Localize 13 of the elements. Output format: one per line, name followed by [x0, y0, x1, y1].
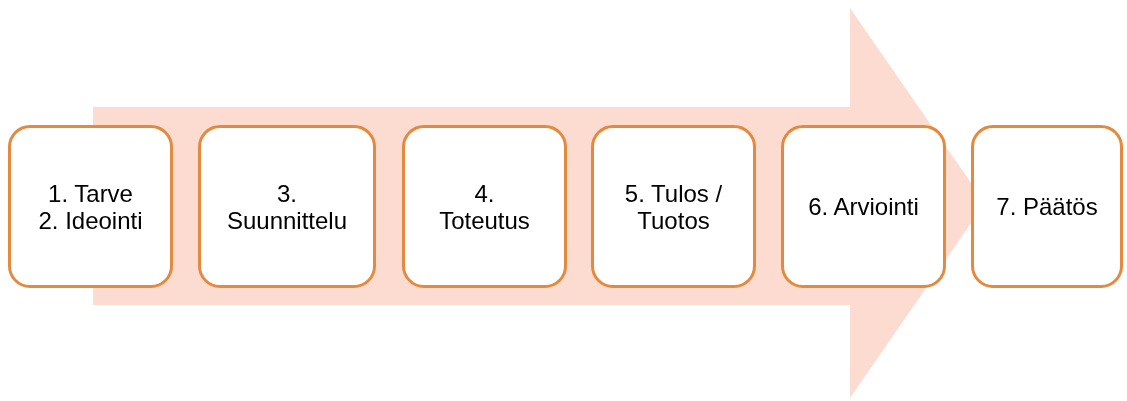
process-box	[198, 125, 376, 288]
step-label: 1. Tarve	[48, 179, 133, 207]
step-label: 3. Suunnittelu	[225, 179, 349, 234]
process-box	[402, 125, 567, 288]
step-label: 6. Arviointi	[808, 193, 919, 220]
step-label: 4. Toteutus	[438, 179, 531, 234]
process-box	[781, 125, 946, 288]
step-label: 5. Tulos / Tuotos	[623, 179, 724, 234]
process-box	[8, 125, 173, 288]
process-box	[971, 125, 1123, 288]
step-label: 2. Ideointi	[38, 206, 143, 234]
step-label: 7. Päätös	[996, 193, 1098, 220]
process-box	[591, 125, 756, 288]
